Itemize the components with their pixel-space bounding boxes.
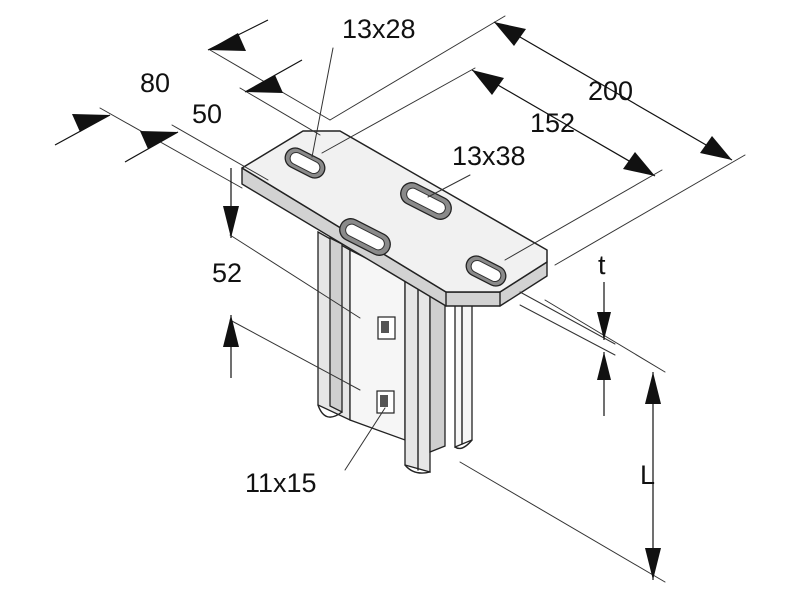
leader-11x15 [344, 407, 386, 471]
extension-line [239, 87, 321, 136]
profile-foot-curve [454, 439, 473, 450]
extension-line [459, 461, 666, 583]
profile-front-lip [429, 288, 446, 453]
slot-13x38-front [339, 218, 391, 256]
profile-foot-curve [404, 464, 431, 474]
side-hole-lower [376, 390, 395, 414]
label-length-L: L [640, 460, 655, 490]
slot-13x28-right [465, 255, 507, 287]
label-hole-13x28: 13x28 [342, 14, 416, 44]
dimension-arrowheads [72, 22, 732, 580]
extension-line [554, 154, 746, 266]
dimension-labels: 13x28 200 152 80 50 13x38 t 52 L 11x15 [140, 14, 655, 498]
dimension-200-line [493, 21, 733, 161]
leader-13x38 [427, 174, 471, 198]
dimension-152-line [471, 69, 656, 177]
arrowhead [700, 136, 732, 160]
label-thickness-t: t [598, 250, 606, 280]
arrowhead [645, 372, 661, 404]
arrowhead [472, 70, 504, 95]
extension-line [519, 304, 616, 356]
arrowhead [223, 206, 239, 238]
extension-line [171, 124, 269, 181]
profile-left-wall [329, 236, 343, 414]
label-slot-13x38: 13x38 [452, 141, 526, 171]
arrowhead [223, 315, 239, 347]
arrowhead [72, 114, 110, 132]
label-depth-80: 80 [140, 68, 170, 98]
extension-line [519, 291, 616, 345]
profile-right-flange [454, 299, 473, 448]
leader-13x28 [311, 47, 334, 158]
label-width-200: 200 [588, 76, 633, 106]
arrowhead [245, 75, 283, 93]
arrowhead [494, 22, 526, 46]
label-hole-11x15: 11x15 [245, 468, 317, 498]
slot-13x28-left [284, 147, 326, 179]
arrowhead [140, 131, 178, 149]
profile-foot-curve [317, 404, 343, 418]
label-depth-50: 50 [192, 99, 222, 129]
slot-13x38-back [400, 182, 452, 220]
head-plate [241, 130, 548, 307]
arrowhead [597, 352, 611, 380]
label-height-52: 52 [212, 258, 242, 288]
label-width-152: 152 [530, 108, 575, 138]
extension-line [504, 169, 663, 261]
extension-line [229, 234, 361, 319]
side-hole-upper [377, 316, 396, 340]
extension-line [321, 67, 476, 154]
arrowhead [597, 312, 611, 340]
extension-line [99, 107, 243, 189]
arrowhead [623, 152, 655, 176]
extension-line [329, 15, 506, 121]
arrowhead [645, 548, 661, 580]
arrowhead [208, 33, 246, 51]
extension-line [229, 319, 361, 391]
